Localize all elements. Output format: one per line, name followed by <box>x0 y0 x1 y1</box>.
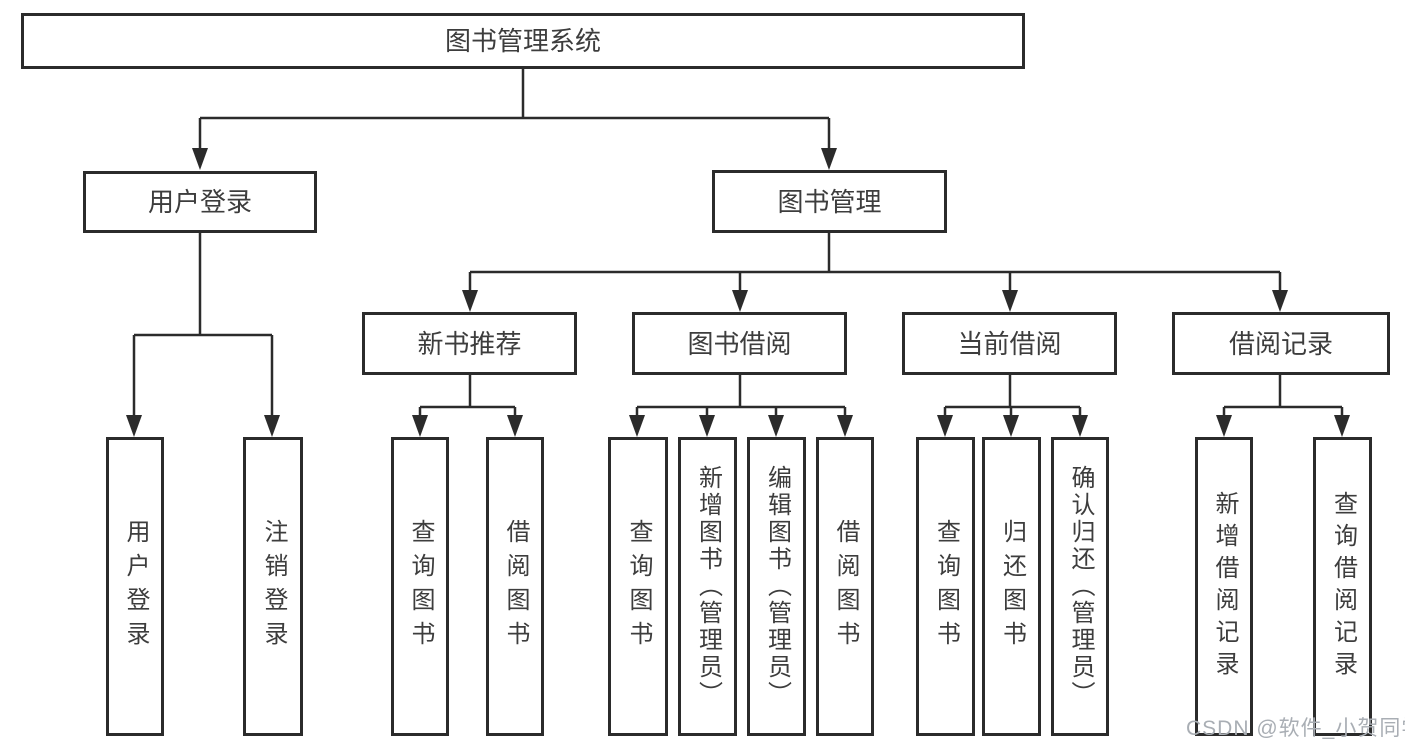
edge-current-to-leaves <box>943 375 1082 417</box>
edge-borrow-to-leaves <box>635 375 847 417</box>
node-borrow-records: 借阅记录 <box>1172 312 1390 375</box>
edge-bookmgmt-to-level3 <box>468 233 1282 292</box>
arrowheads <box>126 148 1350 437</box>
node-root-library-system: 图书管理系统 <box>21 13 1025 69</box>
node-book-borrow: 图书借阅 <box>632 312 847 375</box>
leaf-borrow-books-recommend: 借阅图书 <box>486 437 544 736</box>
leaf-confirm-return-admin: 确认归还（管理员） <box>1051 437 1109 736</box>
edge-records-to-leaves <box>1222 375 1344 417</box>
edge-root-to-level2 <box>198 69 831 150</box>
edge-userlogin-to-leaves <box>132 233 274 417</box>
leaf-query-books-current: 查询图书 <box>916 437 975 736</box>
leaf-query-books-borrow: 查询图书 <box>608 437 668 736</box>
node-book-management: 图书管理 <box>712 170 947 233</box>
csdn-watermark: CSDN @软件_小贺同学 <box>1186 717 1405 740</box>
leaf-return-books: 归还图书 <box>982 437 1041 736</box>
leaf-add-borrow-record: 新增借阅记录 <box>1195 437 1253 736</box>
leaf-borrow-books: 借阅图书 <box>816 437 874 736</box>
leaf-user-login: 用户登录 <box>106 437 164 736</box>
leaf-query-books-recommend: 查询图书 <box>391 437 449 736</box>
node-user-login: 用户登录 <box>83 171 317 233</box>
edge-recommend-to-leaves <box>418 375 517 417</box>
leaf-edit-books-admin: 编辑图书（管理员） <box>747 437 806 736</box>
leaf-add-books-admin: 新增图书（管理员） <box>678 437 737 736</box>
leaf-query-borrow-record: 查询借阅记录 <box>1313 437 1372 736</box>
node-current-borrow: 当前借阅 <box>902 312 1117 375</box>
leaf-logout: 注销登录 <box>243 437 303 736</box>
node-new-book-recommend: 新书推荐 <box>362 312 577 375</box>
